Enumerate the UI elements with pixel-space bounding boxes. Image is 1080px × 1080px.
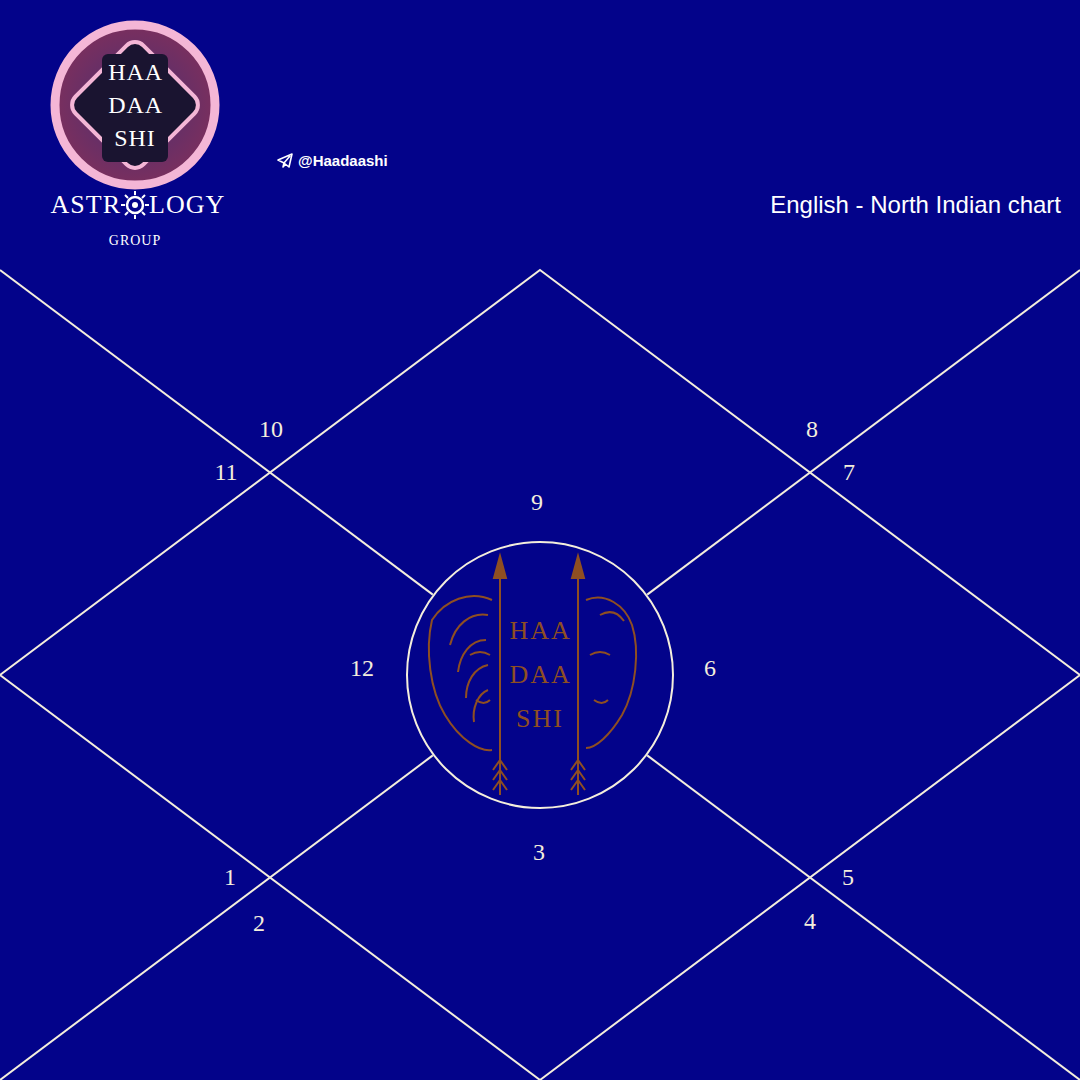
brand-subtitle: GROUP bbox=[109, 234, 161, 248]
diagonal bbox=[647, 755, 1080, 1080]
sign-number: 3 bbox=[533, 840, 545, 864]
arrow-head bbox=[494, 556, 506, 578]
sign-number: 11 bbox=[214, 460, 237, 484]
sign-number: 12 bbox=[350, 656, 374, 680]
arrow-feather bbox=[493, 760, 507, 790]
sign-number: 10 bbox=[259, 417, 283, 441]
diagonal bbox=[0, 270, 433, 595]
logo-diamond bbox=[67, 37, 203, 173]
lion-face bbox=[470, 652, 490, 703]
telegram-handle: @Haadaashi bbox=[298, 153, 388, 168]
lion-mane bbox=[429, 596, 492, 750]
sun-symbol bbox=[121, 191, 149, 219]
house-lines bbox=[0, 270, 1080, 1080]
logo-text: HAA DAA SHI bbox=[108, 56, 162, 155]
logo-badge: HAA DAA SHI bbox=[50, 20, 220, 190]
diagonal bbox=[647, 270, 1080, 595]
circle-outline bbox=[407, 542, 673, 808]
sign-number: 9 bbox=[531, 490, 543, 514]
diagonal bbox=[0, 755, 433, 1080]
sign-number: 8 bbox=[806, 417, 818, 441]
logo-text: HAA DAA SHI bbox=[510, 609, 571, 741]
lioness-face bbox=[590, 612, 624, 703]
logo-plate bbox=[102, 54, 168, 162]
lion-logo bbox=[429, 556, 636, 795]
diamond bbox=[0, 270, 1080, 1080]
brand-word: ASTR bbox=[51, 192, 121, 218]
lion-mane bbox=[450, 615, 488, 722]
sign-number: 1 bbox=[224, 865, 236, 889]
chart-title: English - North Indian chart bbox=[770, 193, 1061, 217]
sign-number: 7 bbox=[843, 460, 855, 484]
sign-number: 6 bbox=[704, 656, 716, 680]
sign-number: 2 bbox=[253, 911, 265, 935]
telegram-icon bbox=[278, 154, 292, 167]
center-circle: HAA DAA SHI bbox=[406, 541, 674, 809]
sign-number: 4 bbox=[804, 909, 816, 933]
arrow-head bbox=[572, 556, 584, 578]
arrow-feather bbox=[571, 760, 585, 790]
lioness-head bbox=[586, 598, 636, 748]
brand-word: LOGY bbox=[149, 192, 225, 218]
sign-number: 5 bbox=[842, 865, 854, 889]
logo-ring bbox=[55, 25, 215, 185]
